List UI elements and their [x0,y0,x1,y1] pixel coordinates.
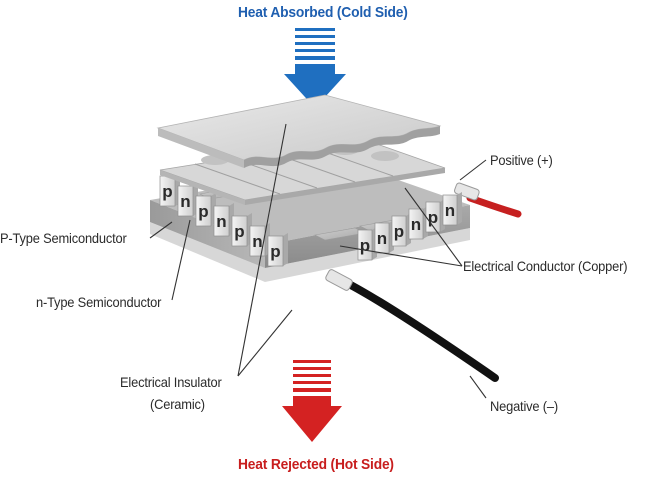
positive-wire [454,182,522,218]
pellet-letter: p [360,236,370,255]
pellet-letter: n [216,212,226,231]
pellet-n-type: n [213,203,234,237]
heat-absorbed-label: Heat Absorbed (Cold Side) [238,4,408,21]
pellet-p-type: p [391,213,411,247]
insulator-label-line2: (Ceramic) [150,396,205,412]
negative-wire [325,269,499,382]
positive-terminal-label: Positive (+) [490,152,553,168]
leader-lines [149,123,487,399]
pellet-letter: n [377,229,387,248]
hot-side-arrow [282,360,342,442]
pellet-letter: p [198,202,208,221]
pellet-n-type: n [374,220,394,254]
cold-side-arrow [284,28,346,108]
pellet-p-type: p [425,199,445,233]
pellet-letter: p [428,208,438,227]
pellet-p-type: p [195,193,216,227]
pellet-letter: p [162,182,172,201]
pellet-p-type: p [267,233,288,267]
pellet-letter: n [252,232,262,251]
heat-rejected-label: Heat Rejected (Hot Side) [238,456,394,473]
pellet-letter: p [234,222,244,241]
pellet-letter: n [445,201,455,220]
pellet-letter: p [270,242,280,261]
pellet-letter: n [411,215,421,234]
pellet-letter: p [394,222,404,241]
pellet-n-type: n [177,183,198,217]
insulator-label-line1: Electrical Insulator [120,374,222,390]
pellet-p-type: p [357,227,377,261]
p-type-label: P-Type Semiconductor [0,230,127,246]
pellet-n-type: n [408,206,428,240]
top-ceramic-plate [156,94,442,168]
n-type-label: n-Type Semiconductor [36,294,162,310]
negative-terminal-label: Negative (–) [490,398,558,414]
pellet-letter: n [180,192,190,211]
pellet-p-type: p [231,213,252,247]
conductor-label: Electrical Conductor (Copper) [463,258,628,274]
pellet-n-type: n [442,192,462,226]
pellet-n-type: n [249,223,270,257]
